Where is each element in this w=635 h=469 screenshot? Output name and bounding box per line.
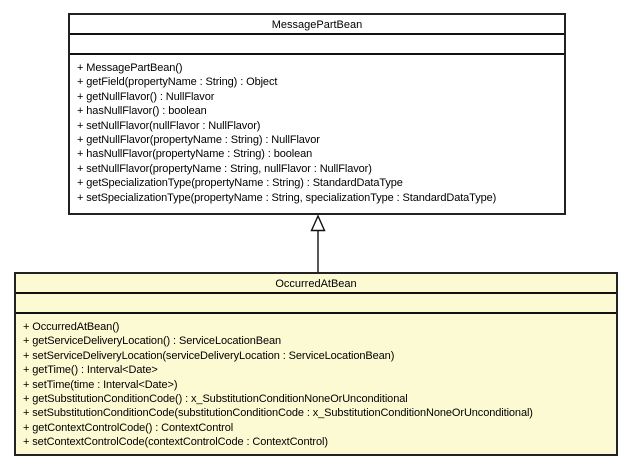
attributes-compartment [16, 294, 616, 314]
method-item: + getNullFlavor(propertyName : String) :… [77, 133, 320, 146]
method-item: + getSubstitutionConditionCode() : x_Sub… [23, 392, 408, 405]
method-item: + MessagePartBean() [77, 62, 183, 74]
method-item: + getTime() : Interval<Date> [23, 364, 158, 377]
method-item: + getField(propertyName : String) : Obje… [77, 76, 278, 89]
method-item: + setServiceDeliveryLocation(serviceDeli… [23, 349, 395, 362]
method-item: + setNullFlavor(nullFlavor : NullFlavor) [77, 119, 261, 132]
class-title[interactable]: OccurredAtBean [16, 274, 616, 294]
method-item: + getContextControlCode() : ContextContr… [23, 421, 234, 434]
method-item: + setNullFlavor(propertyName : String, n… [77, 162, 372, 175]
method-item: + setTime(time : Interval<Date>) [23, 378, 178, 391]
methods-compartment: + OccurredAtBean() + getServiceDeliveryL… [16, 314, 616, 450]
method-item: + getServiceDeliveryLocation() : Service… [23, 335, 282, 348]
method-item: + getSpecializationType(propertyName : S… [77, 177, 403, 190]
attributes-compartment [70, 35, 564, 55]
method-item: + setSubstitutionConditionCode(substitut… [23, 407, 533, 420]
uml-class-occurredatbean[interactable]: OccurredAtBean + OccurredAtBean() + getS… [14, 272, 618, 456]
method-item: + hasNullFlavor(propertyName : String) :… [77, 148, 313, 161]
method-item: + getNullFlavor() : NullFlavor [77, 90, 215, 103]
uml-class-messagepartbean[interactable]: MessagePartBean + MessagePartBean() + ge… [68, 13, 566, 215]
method-item: + setSpecializationType(propertyName : S… [77, 191, 497, 204]
methods-compartment: + MessagePartBean() + getField(propertyN… [70, 55, 564, 205]
method-item: + OccurredAtBean() [23, 321, 120, 333]
class-title[interactable]: MessagePartBean [70, 15, 564, 35]
generalization-arrow-icon [310, 214, 326, 273]
method-item: + setContextControlCode(contextControlCo… [23, 436, 328, 449]
method-item: + hasNullFlavor() : boolean [77, 105, 207, 118]
